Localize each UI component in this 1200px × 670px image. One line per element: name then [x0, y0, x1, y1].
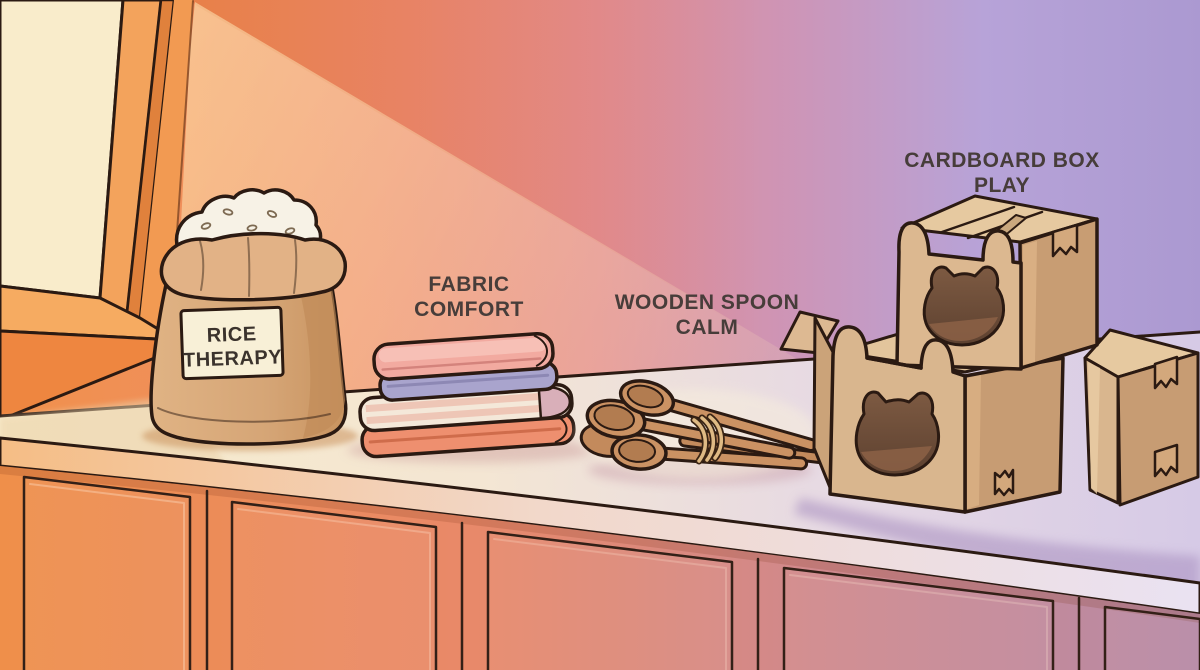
label-wooden-spoon-calm-line1: WOODEN SPOON: [615, 291, 800, 314]
rim-fold-lines: [199, 237, 298, 297]
towel-fold-line: [381, 357, 542, 371]
label-cardboard-box-play-line2: PLAY: [974, 174, 1030, 197]
box-tape-strip: [1153, 443, 1179, 478]
twine-wrap: [690, 413, 725, 465]
towel-folded-end: [537, 385, 572, 420]
spoon: [610, 433, 809, 471]
cutout-floor: [929, 317, 998, 341]
rice-label-line2: THERAPY: [183, 346, 283, 371]
label-fabric-comfort-line1: FABRIC: [428, 273, 509, 296]
box-tape-strip: [1153, 355, 1179, 390]
cabinet-top-shade: [0, 466, 1200, 623]
cabinet-door-panel[interactable]: [230, 500, 438, 670]
label-fabric-comfort-line2: COMFORT: [414, 298, 524, 321]
towel-fold-edge: [533, 334, 548, 367]
cardboard-box-bottom-front: [828, 325, 967, 514]
cat-cutout: [922, 265, 1006, 347]
box-highlight: [1023, 241, 1037, 365]
cabinet-panel-bevel: [789, 574, 1048, 670]
caption-labels: FABRIC COMFORT WOODEN SPOON CALM CARDBOA…: [414, 149, 1100, 339]
towel-pink: [372, 331, 555, 381]
label-card: [179, 305, 285, 381]
towel-fold-line: [368, 427, 562, 444]
box-highlight: [1088, 362, 1100, 494]
wooden-spoon-bundle: [577, 379, 839, 479]
cabinet-base: [0, 466, 1200, 670]
rice-bag-crease: [157, 407, 331, 423]
cabinet-door-panel[interactable]: [1103, 605, 1200, 670]
cutout-floor: [861, 446, 932, 471]
spoon: [618, 379, 818, 452]
cabinet-panel-bevel: [237, 508, 431, 670]
cardboard-box-top: [895, 194, 1099, 371]
box-tape-strip: [1051, 223, 1079, 258]
box-tape-strip: [993, 468, 1015, 497]
towel-fold-line: [386, 373, 550, 388]
cabinet-panel-bevel: [493, 538, 727, 670]
cabinet-door-panel[interactable]: [22, 475, 192, 670]
rice-bag-label: RICE THERAPY: [179, 305, 285, 381]
label-cardboard-box-play-line1: CARDBOARD BOX: [904, 149, 1100, 172]
cardboard-boxes: [779, 194, 1200, 514]
rice-bag-rim: [159, 231, 347, 302]
rice-bag-shading: [298, 278, 345, 438]
cabinet-door-panel[interactable]: [486, 530, 734, 670]
cat-cutout: [854, 390, 941, 477]
towel-stack: [358, 331, 576, 459]
window: [0, 0, 194, 422]
box-highlight: [967, 375, 981, 509]
cabinet-door-panel[interactable]: [782, 566, 1055, 670]
box-top-edge: [865, 356, 923, 370]
rice-bag: RICE THERAPY: [149, 188, 348, 446]
cabinet-panel-bevel: [29, 483, 185, 670]
towel-stripe: [366, 403, 565, 425]
cabinets: [0, 466, 1200, 670]
towel-highlight: [378, 337, 547, 363]
label-wooden-spoon-calm-line2: CALM: [676, 316, 739, 339]
towel-stripe: [365, 391, 562, 413]
rice-label-line1: RICE: [206, 323, 257, 347]
cardboard-box-plain: [1083, 328, 1200, 507]
wall-corner-strip: [140, 0, 193, 334]
